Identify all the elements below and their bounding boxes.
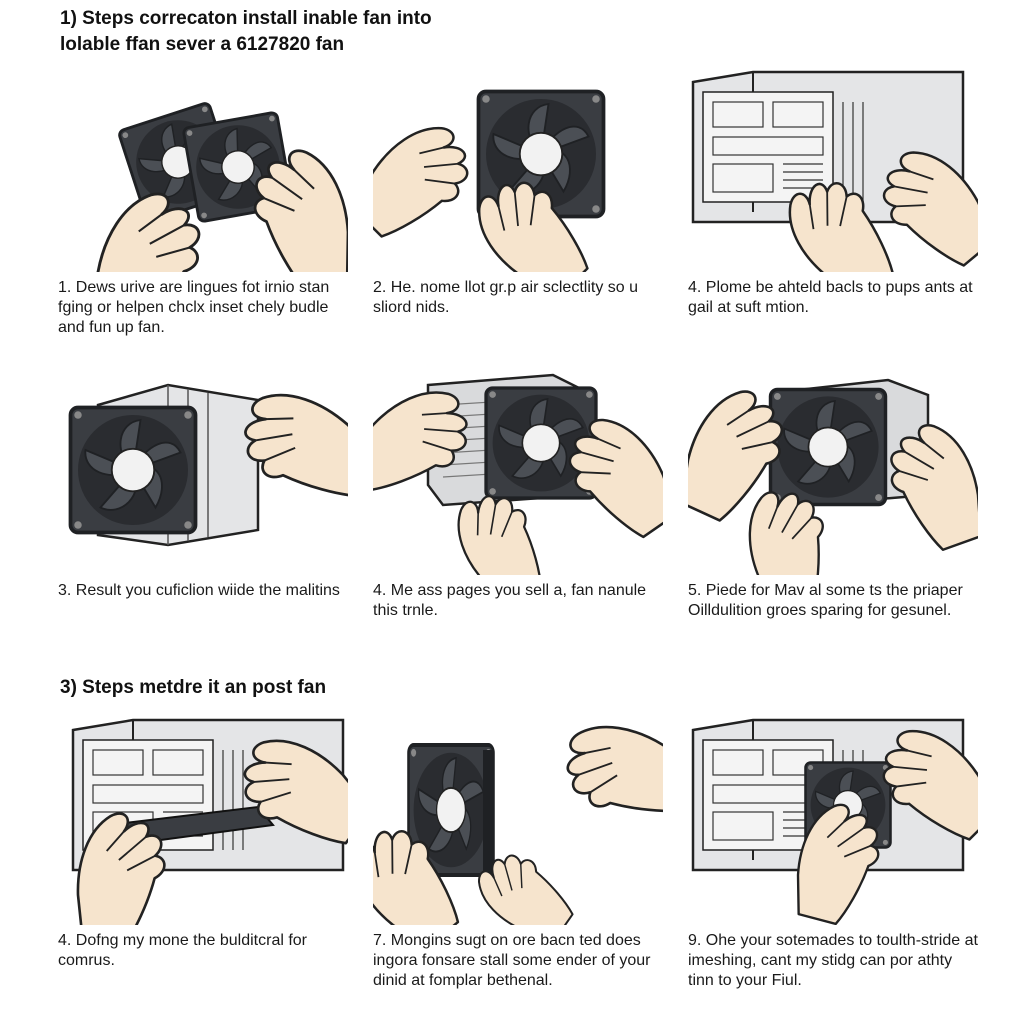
step-caption: 2. He. nome llot gr.p air sclectlity so … <box>373 279 638 316</box>
hand-seating-fan-in-chassis-illustration <box>691 715 978 925</box>
section-heading-post-fan: 3) Steps metdre it an post fan <box>60 677 327 698</box>
step-panel-4: 3. Result you cuficlion wiide the maliti… <box>58 365 348 601</box>
section-heading-install: 1) Steps correcaton install inable fan i… <box>60 8 432 55</box>
step-caption: 4. Plome be ahteld bacls to pups ants at… <box>688 279 973 316</box>
hands-inserting-tray-into-server-illustration <box>58 715 348 925</box>
hands-inside-server-chassis-illustration <box>691 70 978 272</box>
step-panel-7: 4. Dofng my mone the bulditcral for comr… <box>58 715 348 971</box>
hands-aligning-fan-module-illustration <box>688 378 978 575</box>
step-caption: 5. Piede for Mav al some ts the priaper … <box>688 582 963 619</box>
hands-holding-fan-illustration <box>373 89 606 272</box>
hands-holding-two-fans-illustration <box>75 100 348 272</box>
step-panel-2: 2. He. nome llot gr.p air sclectlity so … <box>373 62 663 318</box>
fan-module-with-hand-illustration <box>68 365 348 547</box>
step-caption: 9. Ohe your sotemades to toulth-stride a… <box>688 932 978 989</box>
step-panel-1: 1. Dews urive are lingues fot irnio stan… <box>58 62 348 338</box>
step-caption: 4. Me ass pages you sell a, fan nanule t… <box>373 582 647 619</box>
hands-mounting-fan-on-heatsink-illustration <box>373 365 663 575</box>
step-caption: 4. Dofng my mone the bulditcral for comr… <box>58 932 308 969</box>
step-caption: 3. Result you cuficlion wiide the maliti… <box>58 582 340 599</box>
step-panel-3: 4. Plome be ahteld bacls to pups ants at… <box>688 62 978 318</box>
step-caption: 7. Mongins sugt on ore bacn ted does ing… <box>373 932 651 989</box>
step-caption: 1. Dews urive are lingues fot irnio stan… <box>58 279 330 336</box>
step-panel-6: 5. Piede for Mav al some ts the priaper … <box>688 365 978 621</box>
step-panel-8: 7. Mongins sugt on ore bacn ted does ing… <box>373 715 663 991</box>
step-panel-5: 4. Me ass pages you sell a, fan nanule t… <box>373 365 663 621</box>
hands-connecting-fan-cable-illustration <box>373 715 663 925</box>
step-panel-9: 9. Ohe your sotemades to toulth-stride a… <box>688 715 978 991</box>
